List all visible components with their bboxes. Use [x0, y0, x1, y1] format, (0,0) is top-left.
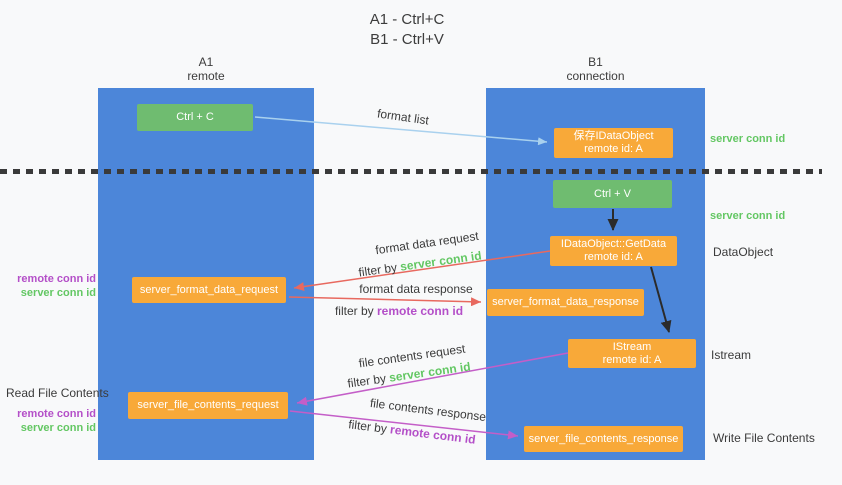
left-server-conn-id-bottom: server conn id [20, 422, 96, 434]
remote-conn-id-text-2: remote conn id [389, 422, 477, 447]
right-label-dataobject: DataObject [713, 245, 774, 259]
left-conn-id-stack-top: remote conn id server conn id [0, 272, 96, 300]
lifeline-a1-role: remote [187, 69, 225, 83]
lifeline-b1-name: B1 [588, 55, 603, 69]
node-file-response-label: server_file_contents_response [528, 432, 679, 445]
node-save-idataobject-title: 保存IDataObject [573, 130, 654, 142]
label-filter-remote-conn-2: filter by remote conn id [348, 417, 477, 447]
lifeline-a1-name: A1 [198, 55, 214, 69]
node-server-format-data-response: server_format_data_response [487, 289, 644, 316]
right-label-istream: Istream [711, 348, 752, 362]
label-format-data-response: format data response [359, 282, 473, 296]
node-ctrl-c-label: Ctrl + C [176, 111, 214, 123]
node-ctrl-c: Ctrl + C [137, 104, 253, 131]
left-remote-conn-id-top: remote conn id [17, 273, 96, 285]
label-file-contents-response: file contents response [369, 395, 487, 425]
node-save-idataobject-subtitle: remote id: A [584, 143, 643, 155]
node-istream-subtitle: remote id: A [602, 353, 662, 366]
node-ctrl-v-label: Ctrl + V [594, 187, 631, 200]
node-format-response-label: server_format_data_response [492, 296, 639, 308]
left-server-conn-id-top: server conn id [20, 287, 96, 299]
right-label-write-file-contents: Write File Contents [713, 431, 815, 445]
node-istream: IStream remote id: A [568, 339, 696, 368]
left-label-read-file-contents: Read File Contents [6, 386, 109, 400]
left-conn-id-stack-bottom: remote conn id server conn id [0, 407, 96, 435]
filter-by-text-3: filter by [346, 371, 387, 391]
node-idataobject-getdata: IDataObject::GetData remote id: A [550, 236, 677, 266]
node-server-file-contents-response: server_file_contents_response [524, 426, 683, 452]
diagram-title: A1 - Ctrl+C B1 - Ctrl+V [370, 10, 445, 50]
label-filter-remote-conn-1: filter by remote conn id [335, 304, 463, 318]
filter-by-text-1: filter by [357, 260, 398, 280]
node-file-request-label: server_file_contents_request [137, 399, 279, 411]
arrow-format-data-response [288, 296, 482, 307]
lifeline-header-a1: A1 remote [98, 55, 314, 83]
node-server-format-data-request: server_format_data_request [132, 277, 286, 303]
node-istream-title: IStream [612, 340, 652, 353]
filter-by-text-4: filter by [347, 417, 388, 436]
right-server-conn-id-top: server conn id [710, 133, 786, 145]
title-line-1: A1 - Ctrl+C [369, 11, 445, 28]
label-format-list: format list [376, 106, 430, 128]
node-format-request-label: server_format_data_request [139, 283, 279, 296]
node-ctrl-v: Ctrl + V [553, 180, 672, 208]
title-line-2: B1 - Ctrl+V [370, 31, 444, 48]
node-server-file-contents-request: server_file_contents_request [128, 392, 288, 419]
left-remote-conn-id-bottom: remote conn id [17, 408, 96, 420]
node-save-idataobject: 保存IDataObject remote id: A [554, 128, 673, 158]
node-getdata-title: IDataObject::GetData [560, 238, 667, 250]
node-getdata-subtitle: remote id: A [584, 251, 643, 263]
remote-conn-id-text-1: remote conn id [377, 304, 464, 318]
lifeline-header-b1: B1 connection [486, 55, 705, 83]
filter-by-text-2: filter by [334, 304, 374, 318]
right-server-conn-id-mid: server conn id [710, 210, 786, 222]
lifeline-b1-role: connection [566, 69, 625, 83]
dotted-divider [0, 169, 822, 174]
